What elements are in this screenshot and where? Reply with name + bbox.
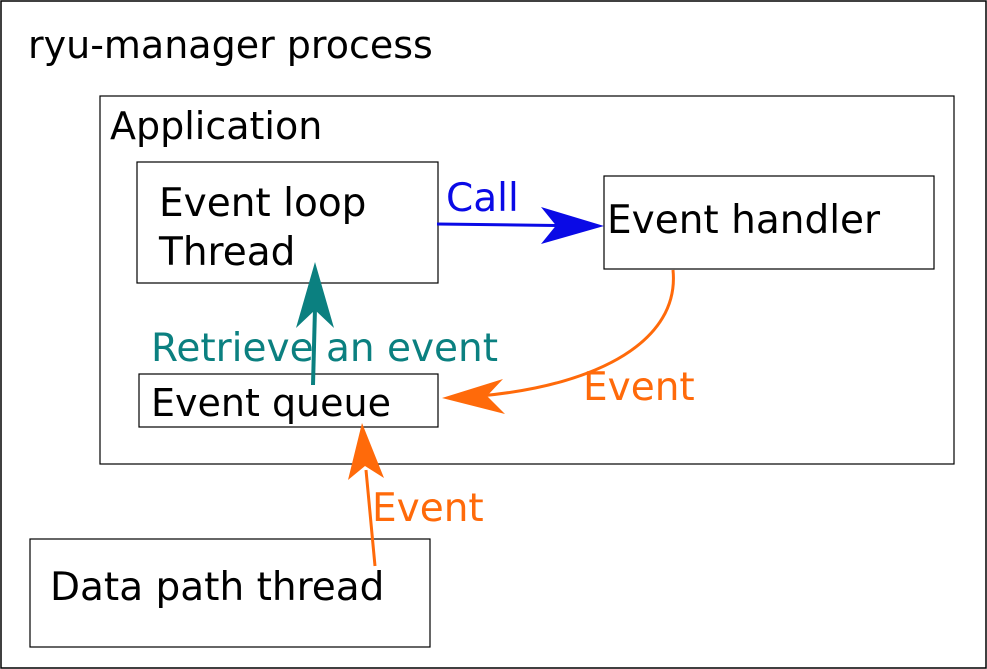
call-label: Call (446, 176, 519, 221)
handler-event-arrow (442, 269, 675, 414)
outer-process-label: ryu-manager process (28, 23, 433, 67)
event-handler-box (603, 175, 935, 270)
event-handler-label: Event handler (607, 198, 881, 243)
application-box (99, 95, 955, 465)
datapath-event-label: Event (372, 486, 484, 531)
event-queue-label: Event queue (151, 381, 391, 425)
handler-event-arrowhead (442, 379, 505, 414)
retrieve-arrow-line (311, 307, 317, 386)
retrieve-label: Retrieve an event (151, 326, 499, 371)
datapath-event-arrowhead (348, 423, 384, 480)
handler-event-arrow-line (479, 269, 675, 398)
application-label: Application (110, 104, 323, 148)
call-arrow (436, 207, 604, 244)
call-arrowhead (541, 207, 604, 244)
event-loop-label-line-2: Thread (159, 230, 296, 275)
retrieve-arrow (296, 262, 334, 386)
data-path-box (29, 538, 431, 648)
handler-event-label: Event (583, 365, 695, 410)
event-loop-label-line-1: Event loop (159, 181, 367, 226)
datapath-event-arrow-line (364, 469, 377, 567)
event-queue-box (138, 373, 439, 428)
retrieve-arrowhead (296, 262, 334, 328)
event-loop-box (136, 161, 439, 284)
data-path-label: Data path thread (50, 565, 385, 610)
call-arrow-line (436, 222, 557, 227)
datapath-event-arrow (348, 423, 384, 567)
event-loop-label: Event loop Thread (159, 179, 366, 277)
